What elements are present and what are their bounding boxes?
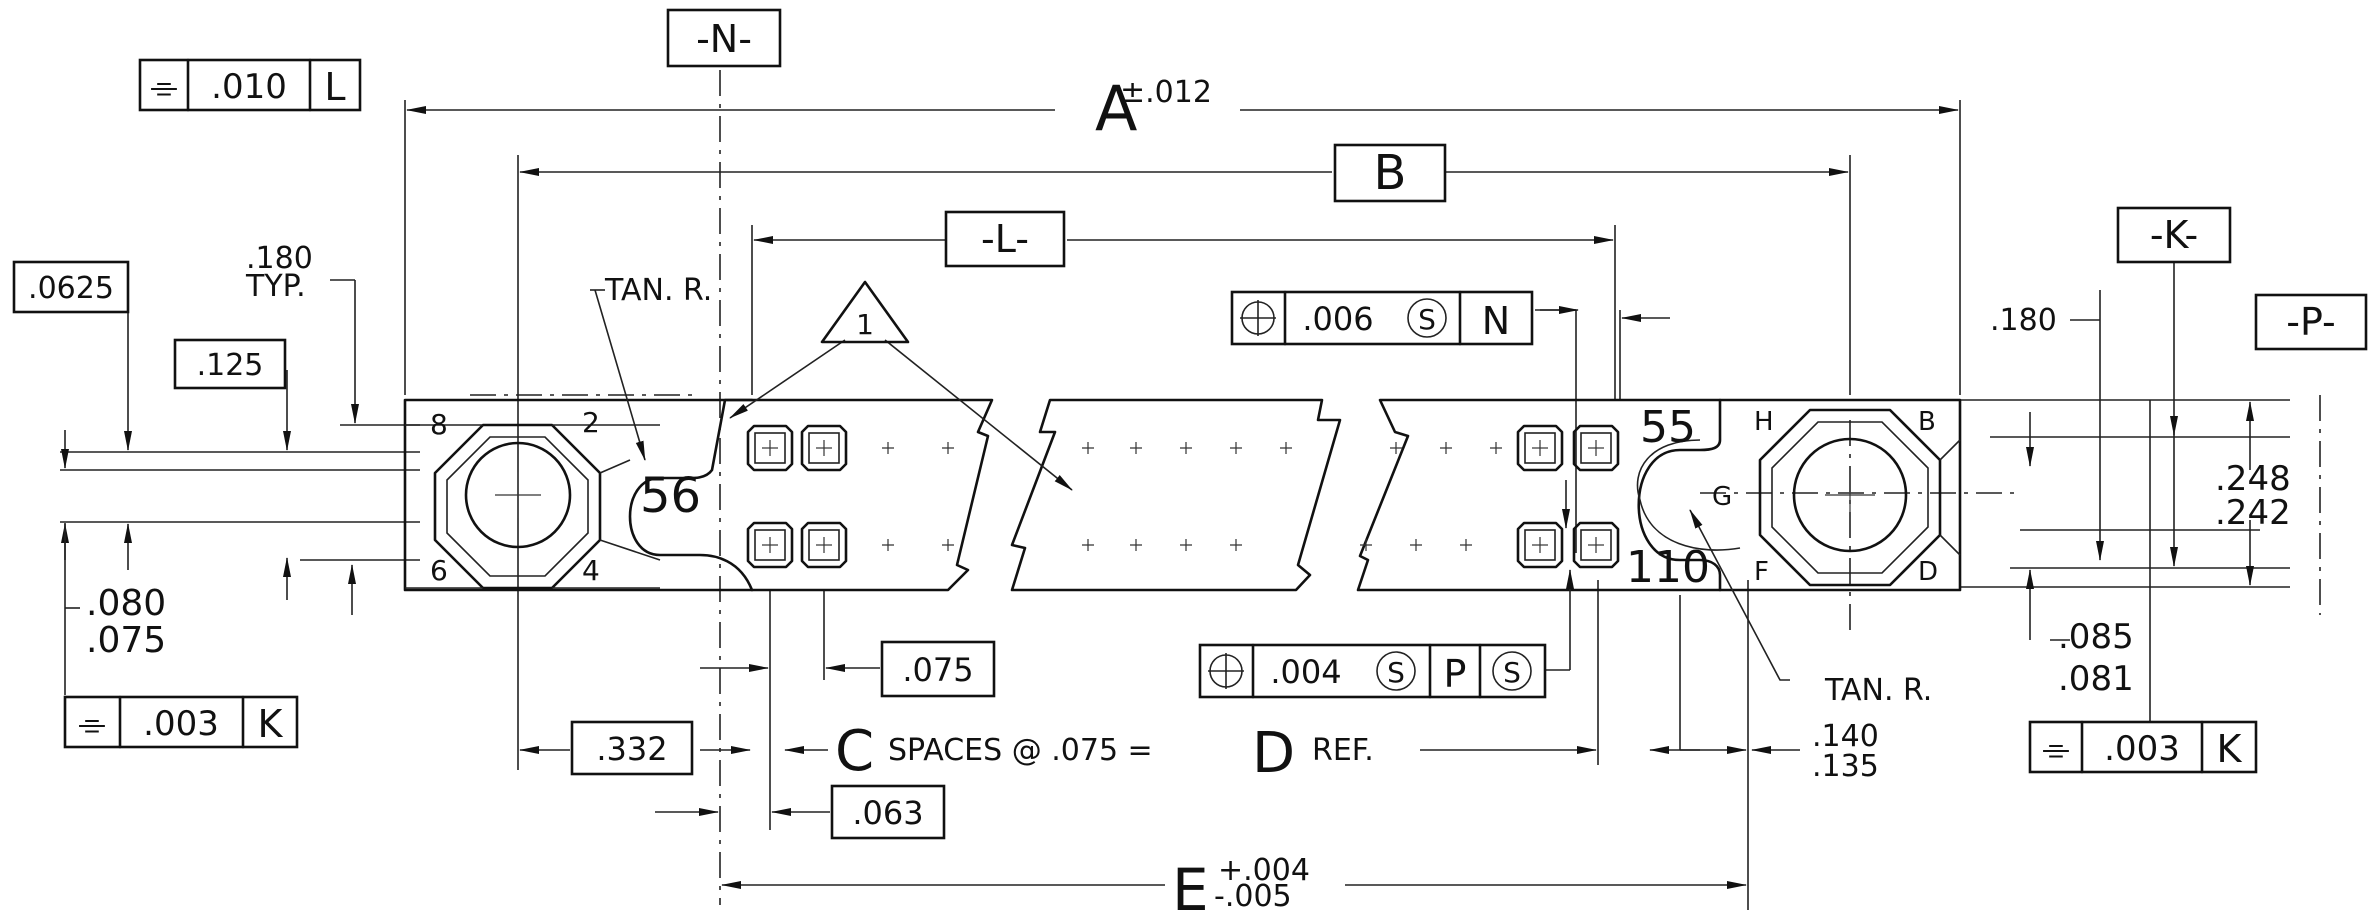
- svg-text:-N-: -N-: [696, 17, 752, 61]
- svg-text:.075: .075: [902, 651, 973, 689]
- svg-text:.332: .332: [596, 730, 667, 768]
- fcf-modifier: S: [1387, 656, 1405, 689]
- fcf-symbol: ⌯: [78, 704, 105, 744]
- datum-l: -L-: [944, 210, 1066, 268]
- dim-180-typ: .180: [246, 241, 313, 276]
- fcf-modifier-2: S: [1503, 656, 1521, 689]
- fcf-symbol: ⌯: [2042, 729, 2069, 769]
- label-g: G: [1712, 482, 1732, 512]
- basic-075: .075: [880, 640, 996, 698]
- fcf-datum: K: [2217, 727, 2243, 771]
- fcf-datum: N: [1482, 299, 1510, 343]
- datum-p: -P-: [2254, 293, 2368, 351]
- label-d: D: [1918, 557, 1938, 587]
- fcf-symbol: ⌯: [150, 67, 177, 107]
- dimension-text: A ±.012 E +.004 -.005 C SPACES @ .075 = …: [86, 72, 2291, 922]
- left-octagon-pad: [405, 423, 661, 590]
- basic-125: .125: [173, 338, 287, 390]
- label-8: 8: [430, 408, 448, 441]
- dim-c-text: SPACES @ .075 =: [888, 733, 1153, 768]
- flag-note-1: 1: [820, 280, 910, 344]
- label-110: 110: [1626, 542, 1710, 593]
- left-tooling-holes: [746, 424, 848, 569]
- label-2: 2: [582, 406, 600, 439]
- dim-e-tol-minus: -.005: [1214, 879, 1292, 914]
- fcf-position-006-s-n: .006 S N: [1230, 290, 1534, 346]
- dim-ref: REF.: [1312, 733, 1374, 768]
- pitch-grid: [882, 442, 1502, 551]
- svg-text:1: 1: [856, 308, 874, 341]
- label-f: F: [1754, 557, 1769, 587]
- fcf-datum: P: [1444, 652, 1467, 696]
- label-b: B: [1918, 407, 1936, 437]
- right-tooling-holes: [1516, 424, 1620, 569]
- dim-135: .135: [1812, 749, 1879, 784]
- fcf-flatness-003-k-left: ⌯ .003 K: [63, 695, 299, 749]
- extension-lines: [60, 100, 2290, 910]
- fcf-flatness-003-k-right: ⌯ .003 K: [2028, 720, 2258, 774]
- center-lines: [470, 70, 2321, 905]
- dimension-lines: [61, 106, 2254, 889]
- fcf-datum: K: [258, 702, 284, 746]
- svg-text:.063: .063: [852, 794, 923, 832]
- fcf-value: .003: [2104, 729, 2180, 769]
- dim-081: .081: [2058, 659, 2134, 699]
- dim-248: .248: [2215, 459, 2291, 499]
- datum-n: -N-: [666, 8, 782, 68]
- fcf-position-004-s-p-s: .004 S P S: [1198, 643, 1547, 699]
- svg-text:-P-: -P-: [2286, 300, 2336, 344]
- svg-text:.0625: .0625: [28, 271, 114, 306]
- datum-k: -K-: [2116, 206, 2232, 264]
- dim-080: .080: [86, 583, 166, 624]
- fcf-modifier: S: [1418, 303, 1436, 336]
- dim-140: .140: [1812, 719, 1879, 754]
- dim-typ: TYP.: [245, 269, 306, 304]
- fcf-value: .004: [1270, 653, 1341, 691]
- dim-085: .085: [2058, 617, 2134, 657]
- fcf-flatness-010-l: ⌯ .010 L: [138, 58, 362, 112]
- label-56: 56: [640, 468, 701, 524]
- tan-r-right: TAN. R.: [1824, 673, 1932, 708]
- pad-labels: 56 55 110 8 2 6 4 H B G F D: [430, 402, 1938, 593]
- basic-063: .063: [830, 784, 946, 840]
- fcf-value: .010: [211, 67, 287, 107]
- dim-a-tol: ±.012: [1120, 75, 1212, 110]
- basic-0625: .0625: [12, 260, 130, 314]
- svg-text:-K-: -K-: [2150, 213, 2198, 257]
- label-55: 55: [1640, 402, 1696, 453]
- svg-text:.125: .125: [197, 348, 264, 383]
- basic-332: .332: [570, 720, 694, 776]
- dim-180-right: .180: [1990, 303, 2057, 338]
- dim-242: .242: [2215, 493, 2291, 533]
- label-6: 6: [430, 554, 448, 587]
- dim-c: C: [835, 719, 874, 784]
- label-h: H: [1754, 407, 1774, 437]
- svg-text:B: B: [1374, 145, 1407, 201]
- fcf-value: .003: [143, 704, 219, 744]
- svg-text:-L-: -L-: [981, 217, 1029, 261]
- dim-b-box: B: [1333, 143, 1447, 203]
- label-4: 4: [582, 554, 600, 587]
- dim-075-tol: .075: [86, 620, 166, 661]
- tan-r-left: TAN. R.: [604, 273, 712, 308]
- right-octagon-pad: [1758, 408, 1961, 587]
- dim-a: A: [1095, 72, 1137, 145]
- dim-d: D: [1252, 721, 1295, 786]
- dim-e: E: [1172, 856, 1209, 922]
- dim-e-tol-plus: +.004: [1218, 853, 1310, 888]
- fcf-datum: L: [324, 65, 345, 109]
- leadframe-strip: [403, 398, 1962, 592]
- fcf-value: .006: [1302, 300, 1373, 338]
